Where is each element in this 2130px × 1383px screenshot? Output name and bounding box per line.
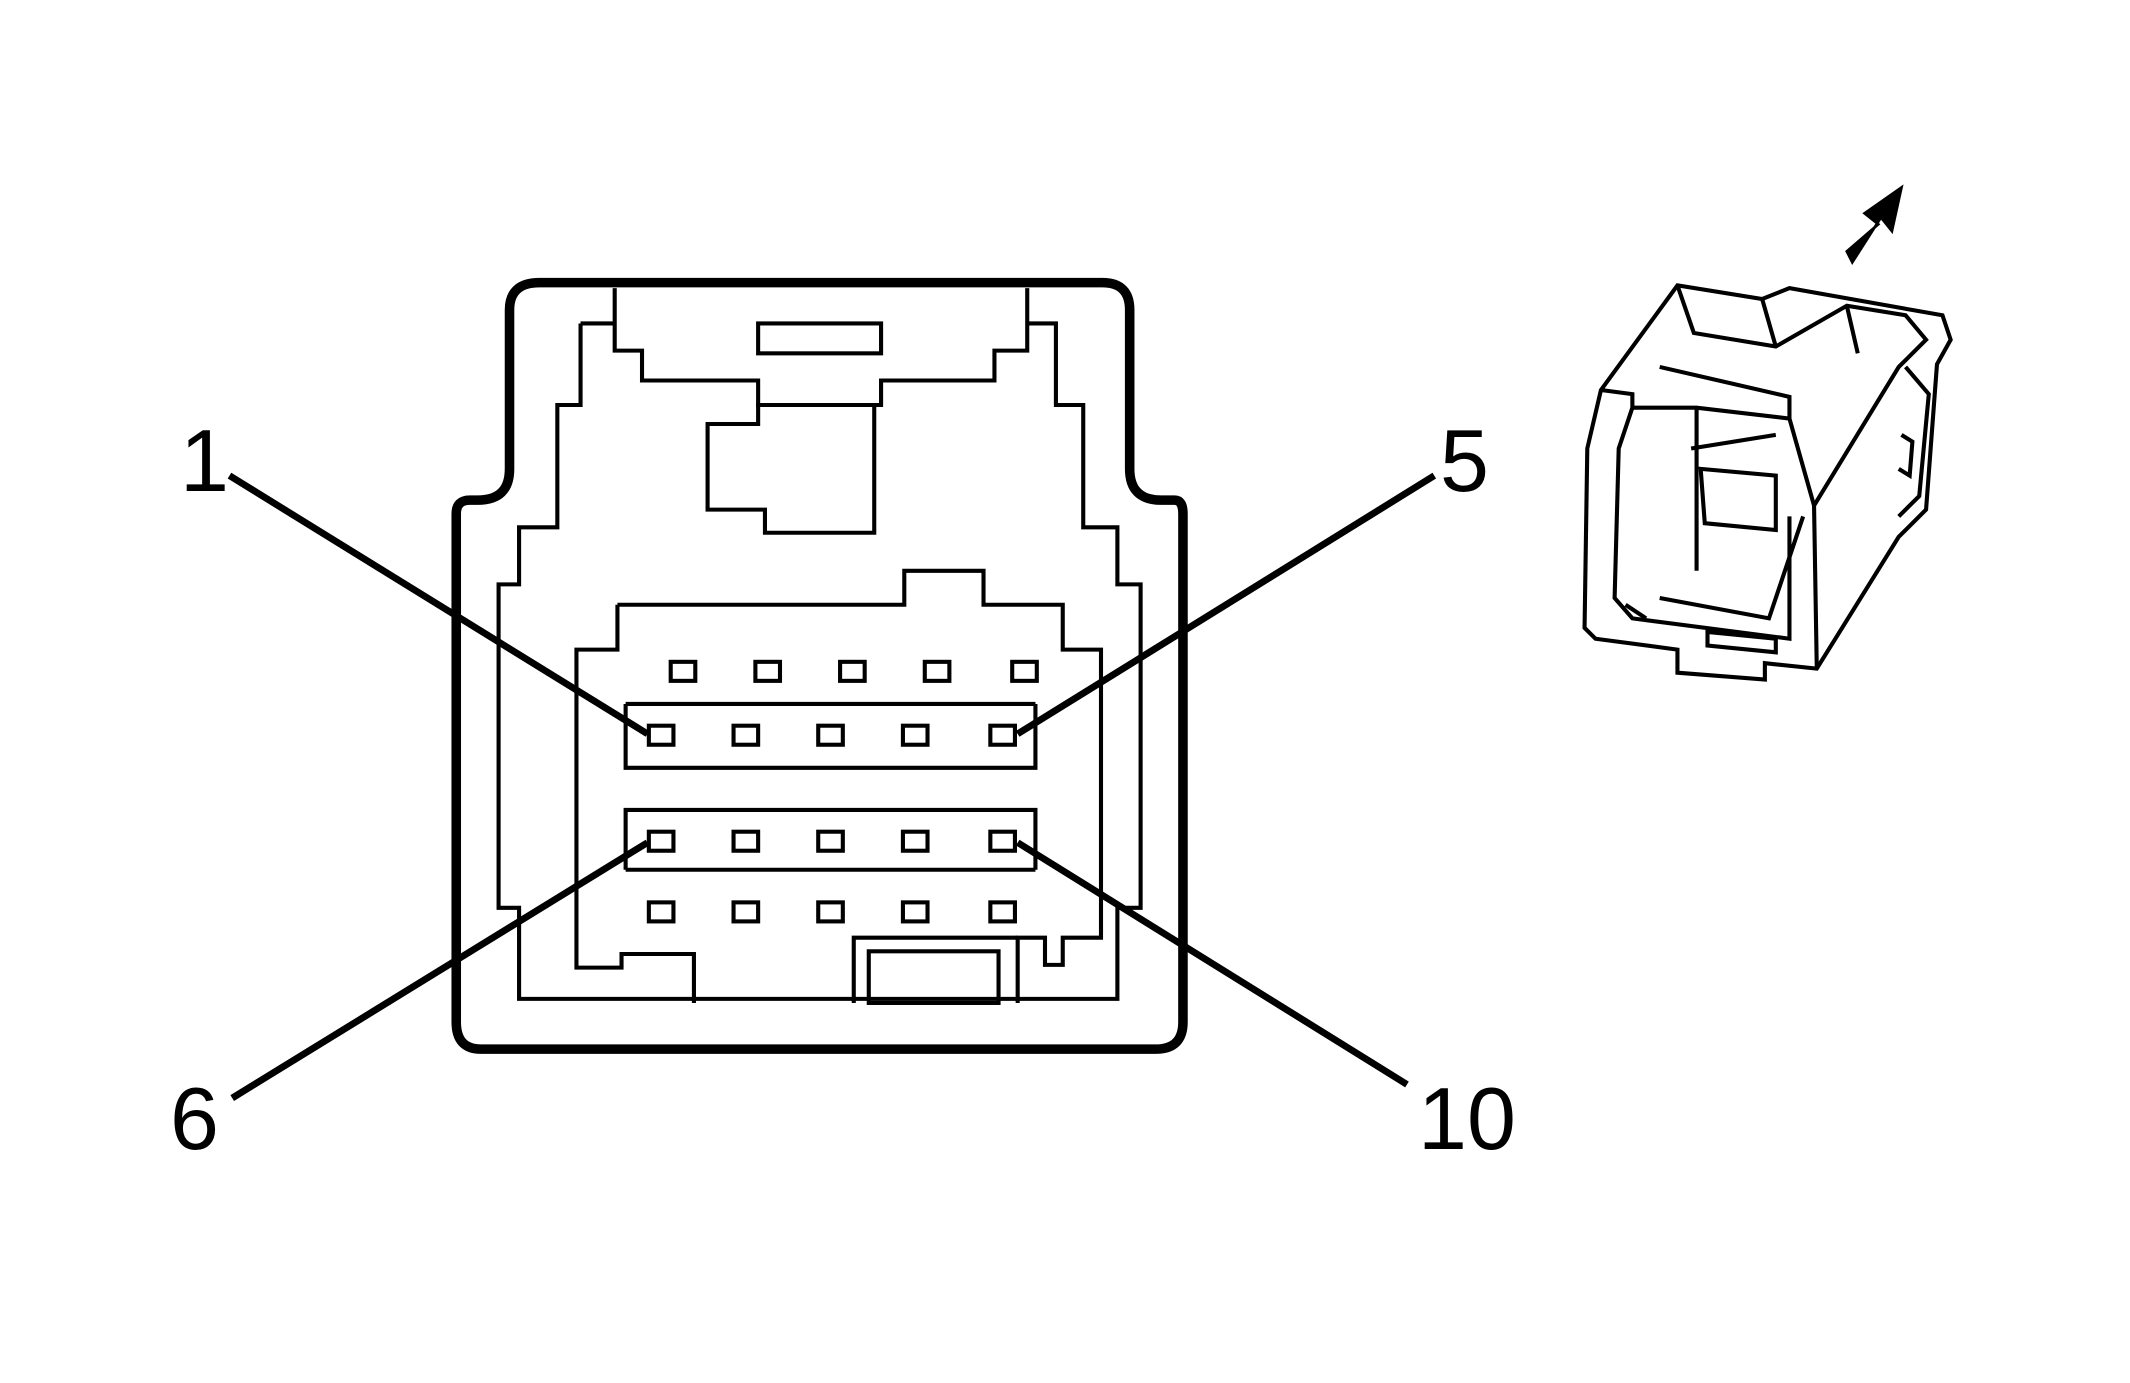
leader-lines xyxy=(227,472,1437,1101)
callout-label-6: 6 xyxy=(170,1069,219,1168)
perspective-inner xyxy=(1624,432,1806,655)
pin-block-outline xyxy=(574,568,1104,1003)
pin-cavity xyxy=(668,659,698,683)
pin-cavity xyxy=(646,900,676,924)
pin-cavity xyxy=(900,900,930,924)
pin-cavity xyxy=(753,659,783,683)
pin-cavity xyxy=(816,723,845,747)
pin-cavity xyxy=(838,659,867,683)
connector-perspective-view xyxy=(1582,283,1953,682)
pin-cavity xyxy=(988,829,1017,853)
callout-label-10: 10 xyxy=(1418,1069,1516,1168)
connector-housing-outline xyxy=(451,277,1188,1054)
pin-cavity xyxy=(988,900,1017,924)
leader-pin-1 xyxy=(227,472,650,737)
callout-label-1: 1 xyxy=(180,411,229,510)
lock-frame xyxy=(851,935,1018,1003)
leader-pin-10 xyxy=(1015,839,1409,1088)
arrow-up-right-icon xyxy=(1845,184,1904,266)
lock-window xyxy=(866,949,1001,1005)
pin-cavity xyxy=(900,829,930,853)
pin-cavity xyxy=(646,723,676,747)
callout-label-5: 5 xyxy=(1440,411,1489,510)
leader-pin-5 xyxy=(1015,472,1437,737)
pin-cavity xyxy=(731,723,761,747)
latch-block xyxy=(705,402,877,535)
connector-face xyxy=(451,277,1188,1054)
latch-outline xyxy=(612,288,1030,408)
perspective-side xyxy=(1897,365,1931,518)
leader-pin-6 xyxy=(230,839,650,1101)
pin-cavity xyxy=(816,829,845,853)
perspective-body xyxy=(1582,283,1953,682)
row-separator-3 xyxy=(623,807,1038,870)
row-separator-2 xyxy=(623,703,1038,770)
perspective-top xyxy=(1675,284,1929,507)
inner-cavity-outline xyxy=(496,321,1143,1001)
perspective-front xyxy=(1600,364,1819,669)
pin-cavity xyxy=(731,900,761,924)
pin-cavity xyxy=(988,723,1017,747)
pin-grid xyxy=(646,659,1039,924)
pin-cavity xyxy=(816,900,845,924)
pin-cavity xyxy=(1010,659,1039,683)
pin-cavity xyxy=(646,829,676,853)
latch-key xyxy=(756,321,884,356)
pin-cavity xyxy=(922,659,952,683)
pin-cavity xyxy=(900,723,930,747)
pin-cavity xyxy=(731,829,761,853)
